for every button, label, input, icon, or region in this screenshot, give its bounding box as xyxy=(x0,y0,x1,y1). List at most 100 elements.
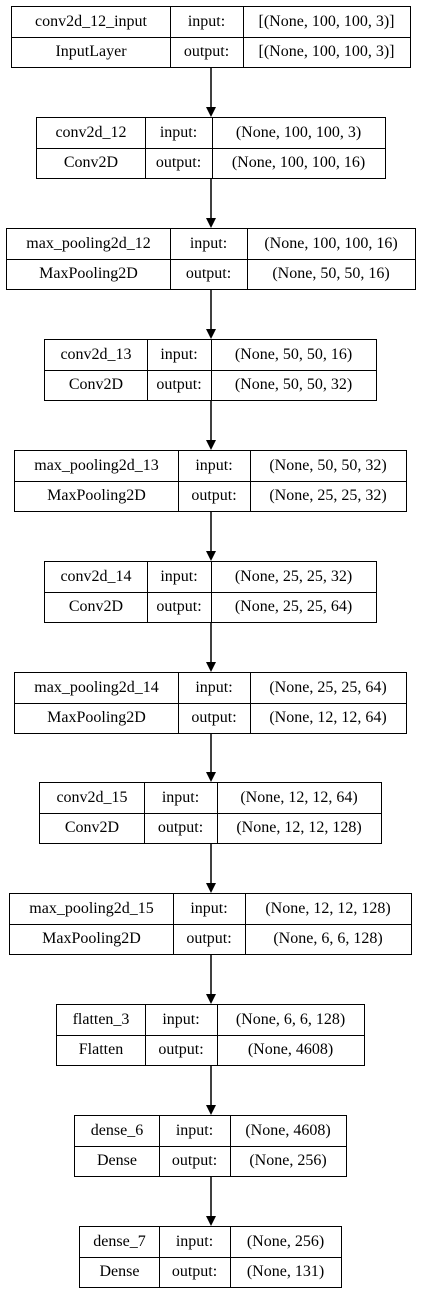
input-shape: (None, 6, 6, 128) xyxy=(235,1011,346,1028)
row-divider xyxy=(15,703,406,704)
layer-name: conv2d_14 xyxy=(60,568,132,585)
output-shape: (None, 12, 12, 128) xyxy=(236,819,362,836)
layer-name: dense_6 xyxy=(90,1122,144,1139)
row-divider xyxy=(10,924,411,925)
output-shape: (None, 256) xyxy=(249,1152,327,1169)
layer-name: max_pooling2d_14 xyxy=(34,679,159,696)
row-divider xyxy=(37,148,385,149)
output-label: output: xyxy=(171,1263,218,1280)
output-label: output: xyxy=(183,43,230,60)
layer-type: Conv2D xyxy=(63,154,119,171)
layer-type: MaxPooling2D xyxy=(42,930,141,947)
output-shape: (None, 25, 25, 64) xyxy=(234,598,353,615)
input-shape: (None, 256) xyxy=(246,1233,325,1250)
input-label: input: xyxy=(161,789,200,806)
output-label: output: xyxy=(155,154,202,171)
output-shape: (None, 50, 50, 32) xyxy=(234,376,353,393)
row-divider xyxy=(75,1146,346,1147)
arrowhead-icon xyxy=(206,883,216,893)
output-label: output: xyxy=(191,487,237,504)
arrowhead-icon xyxy=(206,1216,216,1226)
row-divider xyxy=(40,813,381,814)
layer-type: MaxPooling2D xyxy=(47,709,146,726)
arrowhead-icon xyxy=(206,329,216,339)
layer-name: conv2d_12 xyxy=(55,124,127,141)
arrowhead-icon xyxy=(206,218,216,228)
input-label: input: xyxy=(175,1233,214,1250)
row-divider xyxy=(80,1257,341,1258)
input-shape: (None, 100, 100, 16) xyxy=(264,235,398,252)
layer-name: dense_7 xyxy=(93,1233,146,1250)
input-label: input: xyxy=(160,568,198,585)
input-label: input: xyxy=(160,346,198,363)
output-label: output: xyxy=(157,819,204,836)
input-shape: (None, 12, 12, 128) xyxy=(265,900,391,917)
arrowhead-icon xyxy=(206,107,216,117)
input-label: input: xyxy=(159,124,198,141)
row-divider xyxy=(7,259,415,260)
row-divider xyxy=(45,592,376,593)
layer-name: max_pooling2d_13 xyxy=(34,457,159,474)
input-label: input: xyxy=(175,1122,214,1139)
output-shape: (None, 4608) xyxy=(247,1041,334,1058)
arrowhead-icon xyxy=(206,1105,216,1115)
row-divider xyxy=(12,37,410,38)
arrowhead-icon xyxy=(206,551,216,561)
output-shape: (None, 12, 12, 64) xyxy=(269,709,387,726)
input-label: input: xyxy=(187,13,226,30)
layer-name: max_pooling2d_12 xyxy=(26,235,151,252)
arrowhead-icon xyxy=(206,994,216,1004)
layer-name: max_pooling2d_15 xyxy=(29,900,154,917)
output-label: output: xyxy=(156,376,202,393)
row-divider xyxy=(15,481,406,482)
layer-type: Conv2D xyxy=(68,376,124,393)
layer-type: Conv2D xyxy=(64,819,120,836)
input-shape: (None, 4608) xyxy=(245,1122,331,1139)
output-label: output: xyxy=(191,709,237,726)
output-shape: (None, 50, 50, 16) xyxy=(272,265,390,282)
output-shape: (None, 100, 100, 16) xyxy=(231,154,366,171)
input-shape: [(None, 100, 100, 3)] xyxy=(258,13,395,30)
layer-type: Flatten xyxy=(78,1041,124,1058)
row-divider xyxy=(57,1035,364,1036)
output-shape: (None, 131) xyxy=(246,1263,325,1280)
input-label: input: xyxy=(195,457,233,474)
input-shape: (None, 50, 50, 16) xyxy=(234,346,353,363)
input-shape: (None, 25, 25, 32) xyxy=(234,568,353,585)
arrowhead-icon xyxy=(206,440,216,450)
layer-name: conv2d_15 xyxy=(56,789,128,806)
input-shape: (None, 25, 25, 64) xyxy=(269,679,387,696)
output-label: output: xyxy=(186,930,232,947)
arrowhead-icon xyxy=(206,772,216,782)
output-label: output: xyxy=(158,1041,204,1058)
layer-name: conv2d_13 xyxy=(60,346,132,363)
arrowhead-icon xyxy=(206,662,216,672)
input-shape: (None, 50, 50, 32) xyxy=(269,457,387,474)
layer-type: Conv2D xyxy=(68,598,124,615)
input-label: input: xyxy=(162,1011,200,1028)
input-label: input: xyxy=(189,235,228,252)
input-shape: (None, 100, 100, 3) xyxy=(235,124,362,141)
output-shape: (None, 25, 25, 32) xyxy=(269,487,387,504)
layer-name: conv2d_12_input xyxy=(35,13,147,30)
layer-type: Dense xyxy=(99,1263,140,1280)
output-shape: (None, 6, 6, 128) xyxy=(273,930,383,947)
layer-type: MaxPooling2D xyxy=(47,487,146,504)
input-shape: (None, 12, 12, 64) xyxy=(240,789,358,806)
output-label: output: xyxy=(185,265,232,282)
output-shape: [(None, 100, 100, 3)] xyxy=(258,43,395,60)
layer-type: MaxPooling2D xyxy=(39,265,138,282)
row-divider xyxy=(45,370,376,371)
